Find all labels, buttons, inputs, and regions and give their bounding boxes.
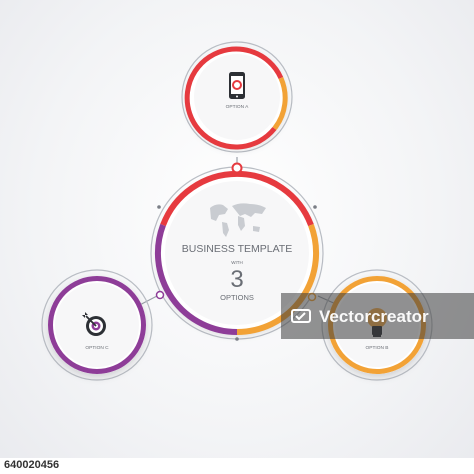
option-c-outer-ring — [41, 269, 153, 381]
option-a-outer-ring — [181, 41, 293, 153]
option-a-label: OPTION A — [226, 104, 249, 110]
option-a-arc-red — [184, 46, 284, 150]
option-a-arc-orange — [272, 76, 288, 131]
center-arc-red — [160, 170, 314, 227]
option-c-node[interactable]: OPTION C — [41, 269, 153, 381]
dot-top — [231, 162, 243, 174]
center-arc-purple — [154, 224, 238, 335]
tick-top-left — [157, 205, 161, 209]
brand-logo-icon — [291, 309, 311, 323]
center-title: BUSINESS TEMPLATE — [182, 243, 292, 255]
option-c-label: OPTION C — [85, 345, 109, 351]
dot-left — [155, 290, 165, 300]
option-a-node[interactable]: OPTION A — [181, 41, 293, 153]
center-with-label: WITH — [231, 260, 243, 265]
center-options-label: OPTIONS — [220, 293, 254, 302]
tick-bottom — [235, 337, 239, 341]
tick-top-right — [313, 205, 317, 209]
center-inner-face — [165, 181, 309, 325]
smartphone-icon — [229, 72, 245, 99]
center-number: 3 — [230, 266, 243, 293]
option-c-ring — [48, 276, 146, 374]
target-icon — [82, 312, 106, 336]
watermark-brand-text: Vectorcreator — [319, 306, 429, 326]
footer-bar — [0, 458, 474, 474]
stock-id-text: 640020456 — [4, 459, 60, 471]
option-b-label: OPTION B — [366, 345, 389, 351]
center-node: BUSINESS TEMPLATE WITH 3 OPTIONS — [150, 166, 324, 340]
watermark-banner: Vectorcreator — [281, 293, 474, 339]
world-map-icon — [210, 203, 266, 237]
